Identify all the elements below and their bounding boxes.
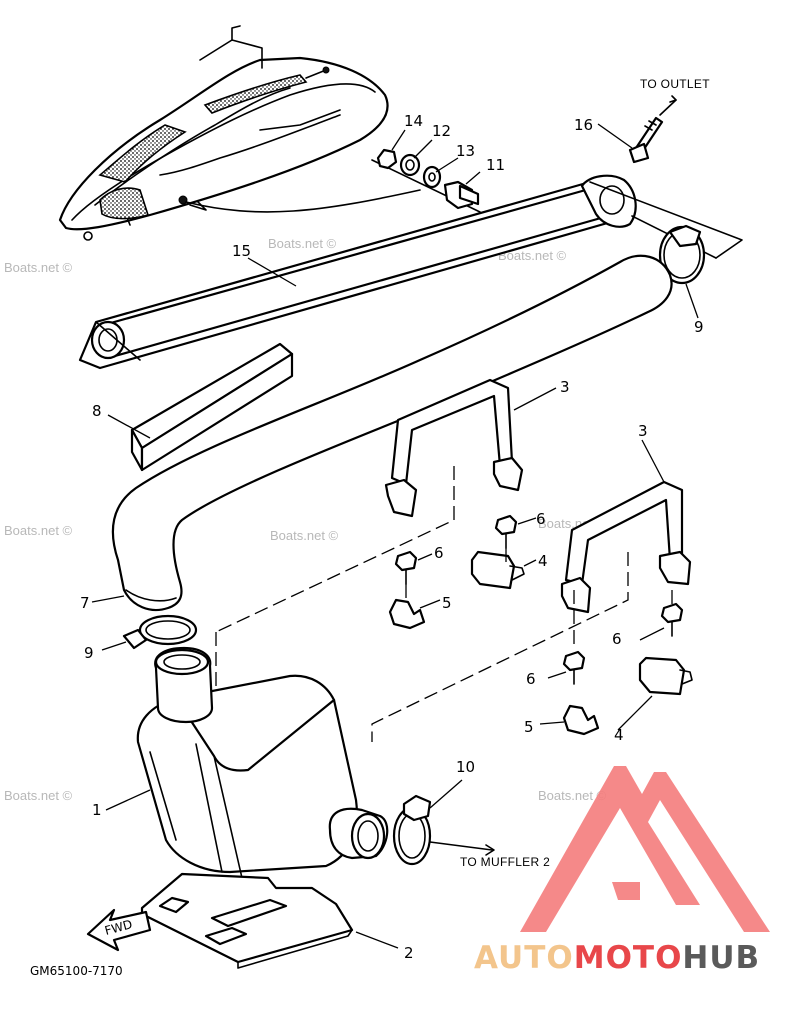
plate-2 — [140, 872, 399, 969]
callout-9: 9 — [84, 644, 94, 662]
strap-3-lower — [560, 439, 692, 614]
callout-6: 6 — [526, 670, 536, 688]
automotohub-logo: AUTOMOTOHUB — [474, 766, 770, 976]
watermark: Boats.net © — [268, 236, 337, 251]
hose-clamp-9-upper — [658, 224, 706, 319]
watermark: Boats.net © — [270, 528, 339, 543]
callout-4: 4 — [614, 726, 624, 744]
callouts: 1 2 3 3 4 4 5 5 6 6 6 6 7 8 9 9 10 11 12… — [80, 112, 704, 962]
fitting-16 — [597, 95, 677, 164]
watermark: Boats.net © — [498, 248, 567, 263]
strap-3-upper — [384, 378, 557, 518]
watermark: Boats.net © — [4, 788, 73, 803]
callout-6: 6 — [536, 510, 546, 528]
callout-9: 9 — [694, 318, 704, 336]
to-muffler-label: TO MUFFLER 2 — [460, 855, 550, 869]
watermark: Boats.net © — [538, 788, 607, 803]
mounting-hardware — [388, 514, 693, 736]
callout-13: 13 — [456, 142, 475, 160]
callout-12: 12 — [432, 122, 451, 140]
callout-5: 5 — [524, 718, 534, 736]
callout-8: 8 — [92, 402, 102, 420]
hose-clamp-9-lower — [101, 614, 198, 651]
brand-text: AUTOMOTOHUB — [474, 940, 760, 976]
pad-8 — [107, 342, 294, 472]
callout-11: 11 — [486, 156, 505, 174]
to-outlet-label: TO OUTLET — [640, 77, 710, 91]
callout-2: 2 — [404, 944, 414, 962]
watermark: Boats.net © — [4, 260, 73, 275]
callout-3: 3 — [560, 378, 570, 396]
watermark: Boats.net © — [4, 523, 73, 538]
callout-16: 16 — [574, 116, 593, 134]
hose-7 — [91, 254, 673, 612]
washer-13 — [422, 165, 442, 189]
watercraft-hull — [58, 25, 421, 241]
callout-7: 7 — [80, 594, 90, 612]
callout-6: 6 — [612, 630, 622, 648]
callout-14: 14 — [404, 112, 423, 130]
hose-clamp-10 — [392, 779, 495, 866]
callout-3: 3 — [638, 422, 648, 440]
callout-6: 6 — [434, 544, 444, 562]
callout-1: 1 — [92, 801, 102, 819]
fastener-row — [371, 129, 481, 213]
exhaust-pipe-15 — [78, 174, 743, 370]
fwd-arrow-icon: FWD — [86, 908, 152, 952]
diagram-code: GM65100-7170 — [30, 964, 123, 978]
nut-14 — [376, 148, 398, 170]
callout-10: 10 — [456, 758, 475, 776]
callout-5: 5 — [442, 594, 452, 612]
callout-15: 15 — [232, 242, 251, 260]
muffler-1 — [105, 646, 389, 879]
collar-12 — [399, 153, 421, 177]
callout-4: 4 — [538, 552, 548, 570]
